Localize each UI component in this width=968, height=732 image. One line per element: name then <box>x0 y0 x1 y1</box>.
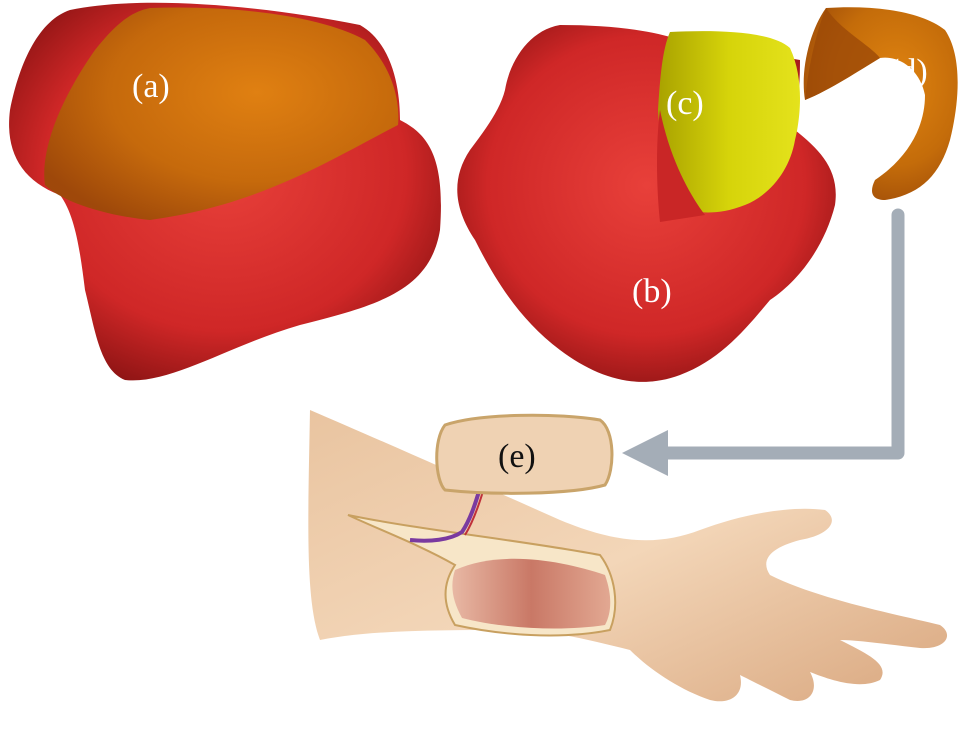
arrowhead-icon <box>622 430 668 476</box>
model-b: (c) (b) <box>457 25 836 382</box>
model-d: (d) <box>803 7 958 201</box>
label-e: (e) <box>498 438 536 475</box>
skin-flap-e <box>435 413 614 495</box>
label-b: (b) <box>632 273 672 310</box>
inner-face-d <box>805 8 880 100</box>
model-a: (a) <box>9 2 441 381</box>
label-a: (a) <box>132 68 170 105</box>
forearm-illustration: (e) <box>308 410 948 702</box>
transfer-arrow <box>622 208 905 476</box>
vascular-pedicle <box>409 487 482 543</box>
yellow-segment-c <box>658 31 800 213</box>
arrow-shaft <box>653 208 905 460</box>
orange-segment-a <box>44 7 399 221</box>
label-c: (c) <box>666 85 704 122</box>
label-d: (d) <box>888 53 928 90</box>
muscle-tissue <box>452 558 611 629</box>
red-cut-face <box>657 110 705 222</box>
